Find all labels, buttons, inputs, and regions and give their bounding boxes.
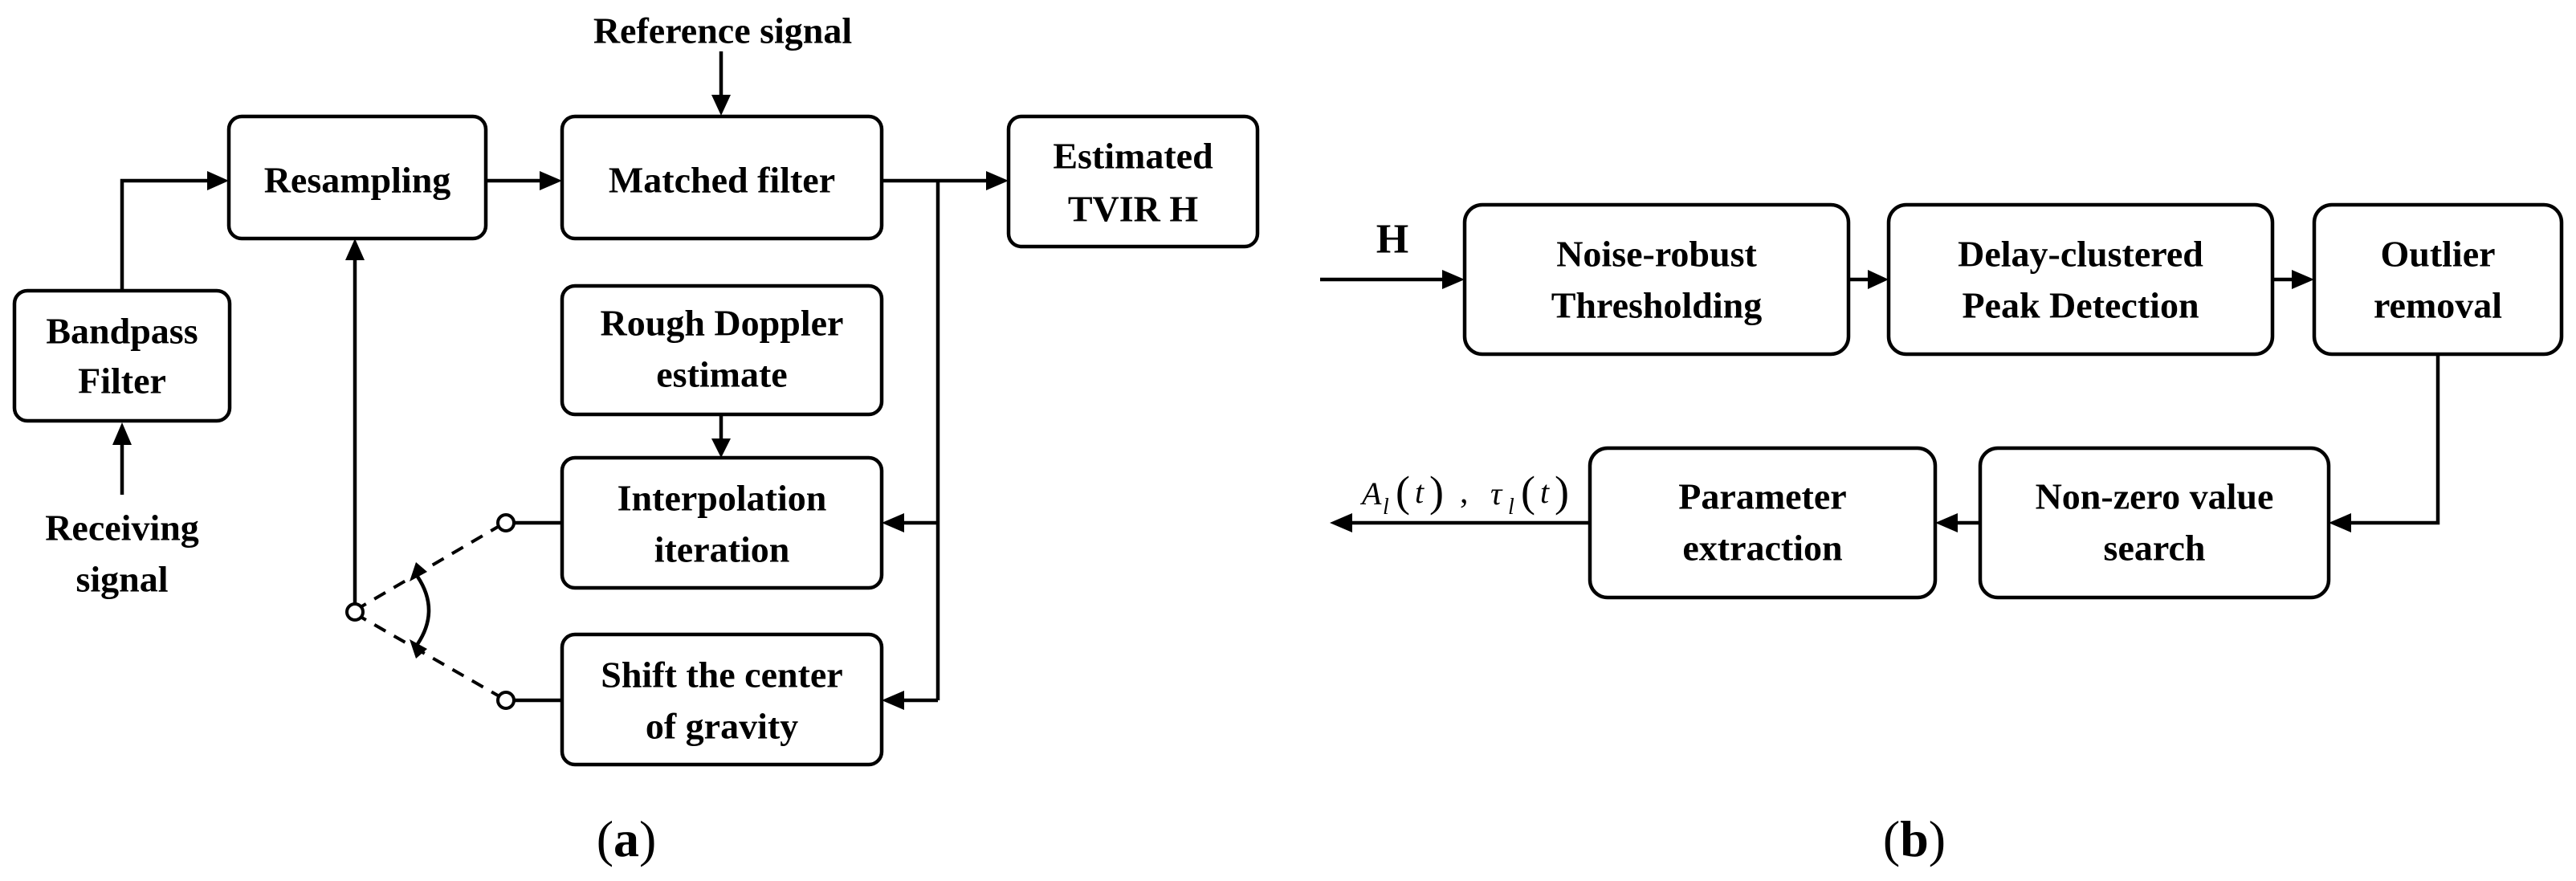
feedback-to-shift-head xyxy=(882,691,904,710)
matched-to-tvir-head xyxy=(986,171,1009,190)
matched-filter-box xyxy=(560,114,884,241)
switch-dashed-upper xyxy=(353,525,499,612)
outlier-label-2: removal xyxy=(2374,285,2502,326)
switch-contact-upper xyxy=(496,513,516,532)
delay-time: t xyxy=(1540,474,1550,510)
switch-contact-lower xyxy=(496,691,516,710)
panel-b: H Noise-robust Thresholding Delay-cluste… xyxy=(1320,202,2564,867)
rough-doppler-label-2: estimate xyxy=(656,354,787,395)
formula-separator: , xyxy=(1460,474,1469,511)
caption-a: (a) xyxy=(597,810,657,867)
receiving-arrow-head xyxy=(112,422,132,445)
shift-center-label-2: of gravity xyxy=(646,706,798,747)
rough-doppler-label-1: Rough Doppler xyxy=(601,303,844,344)
switch-rotation-head-top xyxy=(410,562,427,581)
estimated-tvir-box xyxy=(1006,114,1260,249)
delay-clustered-label-1: Delay-clustered xyxy=(1958,234,2203,275)
outlier-to-nonzero-head xyxy=(2329,513,2351,532)
shift-center-label-1: Shift the center xyxy=(601,655,842,695)
delay-clustered-label-2: Peak Detection xyxy=(1962,285,2199,326)
bandpass-filter-label-2: Filter xyxy=(78,361,166,402)
delay-open-paren: ( xyxy=(1521,467,1535,516)
resampling-to-matched-head xyxy=(540,171,562,190)
noise-robust-label-2: Thresholding xyxy=(1551,285,1762,326)
nonzero-label-2: search xyxy=(2104,528,2206,569)
caption-b: (b) xyxy=(1883,810,1946,867)
output-arrow-head xyxy=(1330,513,1352,532)
amplitude-subscript: l xyxy=(1383,495,1389,520)
receiving-signal-label-1: Receiving xyxy=(45,508,199,549)
outlier-to-nonzero-line xyxy=(2348,354,2440,525)
resampling-box xyxy=(226,114,488,241)
interpolation-label-2: iteration xyxy=(654,529,790,570)
interpolation-label-1: Interpolation xyxy=(618,478,827,519)
resampling-label: Resampling xyxy=(264,160,451,201)
switch-rotation-arc xyxy=(416,575,431,646)
bandpass-filter-label-1: Bandpass xyxy=(46,311,198,352)
switch-to-resampling-head xyxy=(345,239,365,260)
parameter-box xyxy=(1588,446,1938,600)
amplitude-time: t xyxy=(1415,474,1425,510)
delay-close-paren: ) xyxy=(1555,467,1569,516)
parameter-label-2: extraction xyxy=(1682,528,1842,569)
amplitude-symbol: A xyxy=(1359,475,1382,512)
bandpass-to-resampling-head xyxy=(207,171,229,190)
outlier-label-1: Outlier xyxy=(2380,234,2495,275)
reference-arrow-head xyxy=(711,95,731,116)
noise-to-delay-head xyxy=(1868,270,1889,289)
noise-robust-box xyxy=(1462,202,1851,357)
matched-filter-label: Matched filter xyxy=(609,160,835,201)
outlier-box xyxy=(2312,202,2564,357)
doppler-to-interpolation-head xyxy=(711,438,731,458)
bandpass-to-resampling-line xyxy=(120,178,210,291)
nonzero-to-parameter-head xyxy=(1935,513,1958,532)
feedback-to-interpolation-head xyxy=(882,513,904,532)
input-h-label: H xyxy=(1376,217,1408,263)
switch-pivot xyxy=(345,602,365,622)
delay-subscript: l xyxy=(1508,495,1514,520)
nonzero-label-1: Non-zero value xyxy=(2036,476,2274,517)
noise-robust-label-1: Noise-robust xyxy=(1556,234,1757,275)
estimated-tvir-label-1: Estimated xyxy=(1053,136,1213,177)
amplitude-open-paren: ( xyxy=(1396,467,1410,516)
input-arrow-head xyxy=(1442,270,1465,289)
switch-rotation-head-bottom xyxy=(410,639,427,659)
parameter-label-1: Parameter xyxy=(1678,476,1846,517)
estimated-tvir-label-2: TVIR H xyxy=(1068,189,1199,230)
receiving-signal-label-2: signal xyxy=(75,559,168,600)
delay-to-outlier-head xyxy=(2292,270,2314,289)
delay-clustered-box xyxy=(1886,202,2275,357)
switch-dashed-lower xyxy=(354,612,499,697)
reference-signal-label: Reference signal xyxy=(593,10,852,51)
output-formula: A l ( t ) , τ l ( t ) xyxy=(1359,467,1569,520)
amplitude-close-paren: ) xyxy=(1429,467,1444,516)
panel-a: Reference signal Bandpass Filter Resampl… xyxy=(12,10,1260,867)
nonzero-box xyxy=(1978,446,2331,600)
delay-symbol: τ xyxy=(1490,475,1503,512)
